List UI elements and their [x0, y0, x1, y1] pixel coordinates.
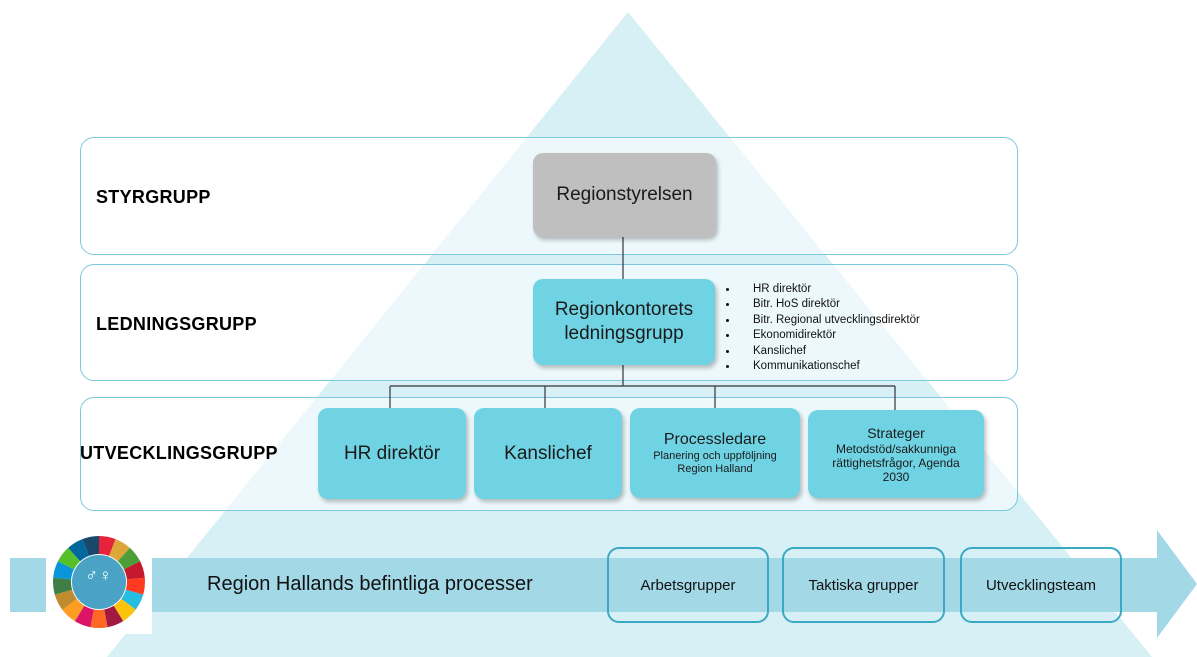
ledningsgrupp-member-list: HR direktör Bitr. HoS direktör Bitr. Reg… — [723, 282, 920, 374]
member-item: Bitr. HoS direktör — [723, 297, 920, 312]
node-hr-direktor-label: HR direktör — [343, 442, 441, 464]
group-arbetsgrupper: Arbetsgrupper — [607, 547, 769, 623]
tier-label-styrgrupp: STYRGRUPP — [96, 187, 211, 207]
node-processledare-title: Processledare — [663, 431, 767, 448]
node-kanslichef: Kanslichef — [474, 408, 622, 499]
group-utvecklingsteam-label: Utvecklingsteam — [985, 576, 1097, 594]
member-item: Ekonomidirektör — [723, 328, 920, 343]
node-processledare-sub1: Planering och uppföljning — [653, 450, 777, 462]
process-arrow-label: Region Hallands befintliga processer — [207, 573, 533, 595]
member-item: HR direktör — [723, 282, 920, 297]
node-strateger-sub2: rättighetsfrågor, Agenda — [832, 455, 960, 470]
node-regionstyrelsen: Regionstyrelsen — [533, 153, 716, 237]
sdg-wheel-logo: ♂♀ — [46, 530, 152, 634]
group-taktiska-grupper: Taktiska grupper — [782, 547, 945, 623]
member-item: Kommunikationschef — [723, 359, 920, 374]
group-taktiska-grupper-label: Taktiska grupper — [808, 576, 919, 594]
node-regionkontoret-line2: ledningsgrupp — [564, 323, 684, 344]
gender-symbols: ♂♀ — [85, 566, 113, 585]
node-strateger: Strateger Metodstöd/sakkunniga rättighet… — [808, 410, 984, 498]
node-processledare-sub2: Region Halland — [677, 463, 753, 475]
group-arbetsgrupper-label: Arbetsgrupper — [640, 576, 736, 594]
tier-label-utvecklingsgrupp: UTVECKLINGSGRUPP — [80, 443, 278, 463]
tier-label-ledningsgrupp: LEDNINGSGRUPP — [96, 314, 257, 334]
member-item: Kanslichef — [723, 344, 920, 359]
node-hr-direktor: HR direktör — [318, 408, 466, 499]
member-item: Bitr. Regional utvecklingsdirektör — [723, 313, 920, 328]
node-regionstyrelsen-label: Regionstyrelsen — [556, 184, 693, 205]
node-regionkontoret-line1: Regionkontorets — [554, 299, 694, 320]
group-utvecklingsteam: Utvecklingsteam — [960, 547, 1122, 623]
node-processledare: Processledare Planering och uppföljning … — [630, 408, 800, 498]
sdg-wheel-icon — [53, 536, 145, 628]
node-strateger-sub1: Metodstöd/sakkunniga — [835, 441, 957, 456]
node-strateger-title: Strateger — [867, 424, 925, 441]
node-regionkontoret: Regionkontorets ledningsgrupp — [533, 279, 715, 365]
node-strateger-sub3: 2030 — [882, 469, 910, 484]
process-arrow-shape — [10, 530, 1197, 638]
node-kanslichef-label: Kanslichef — [504, 442, 592, 464]
